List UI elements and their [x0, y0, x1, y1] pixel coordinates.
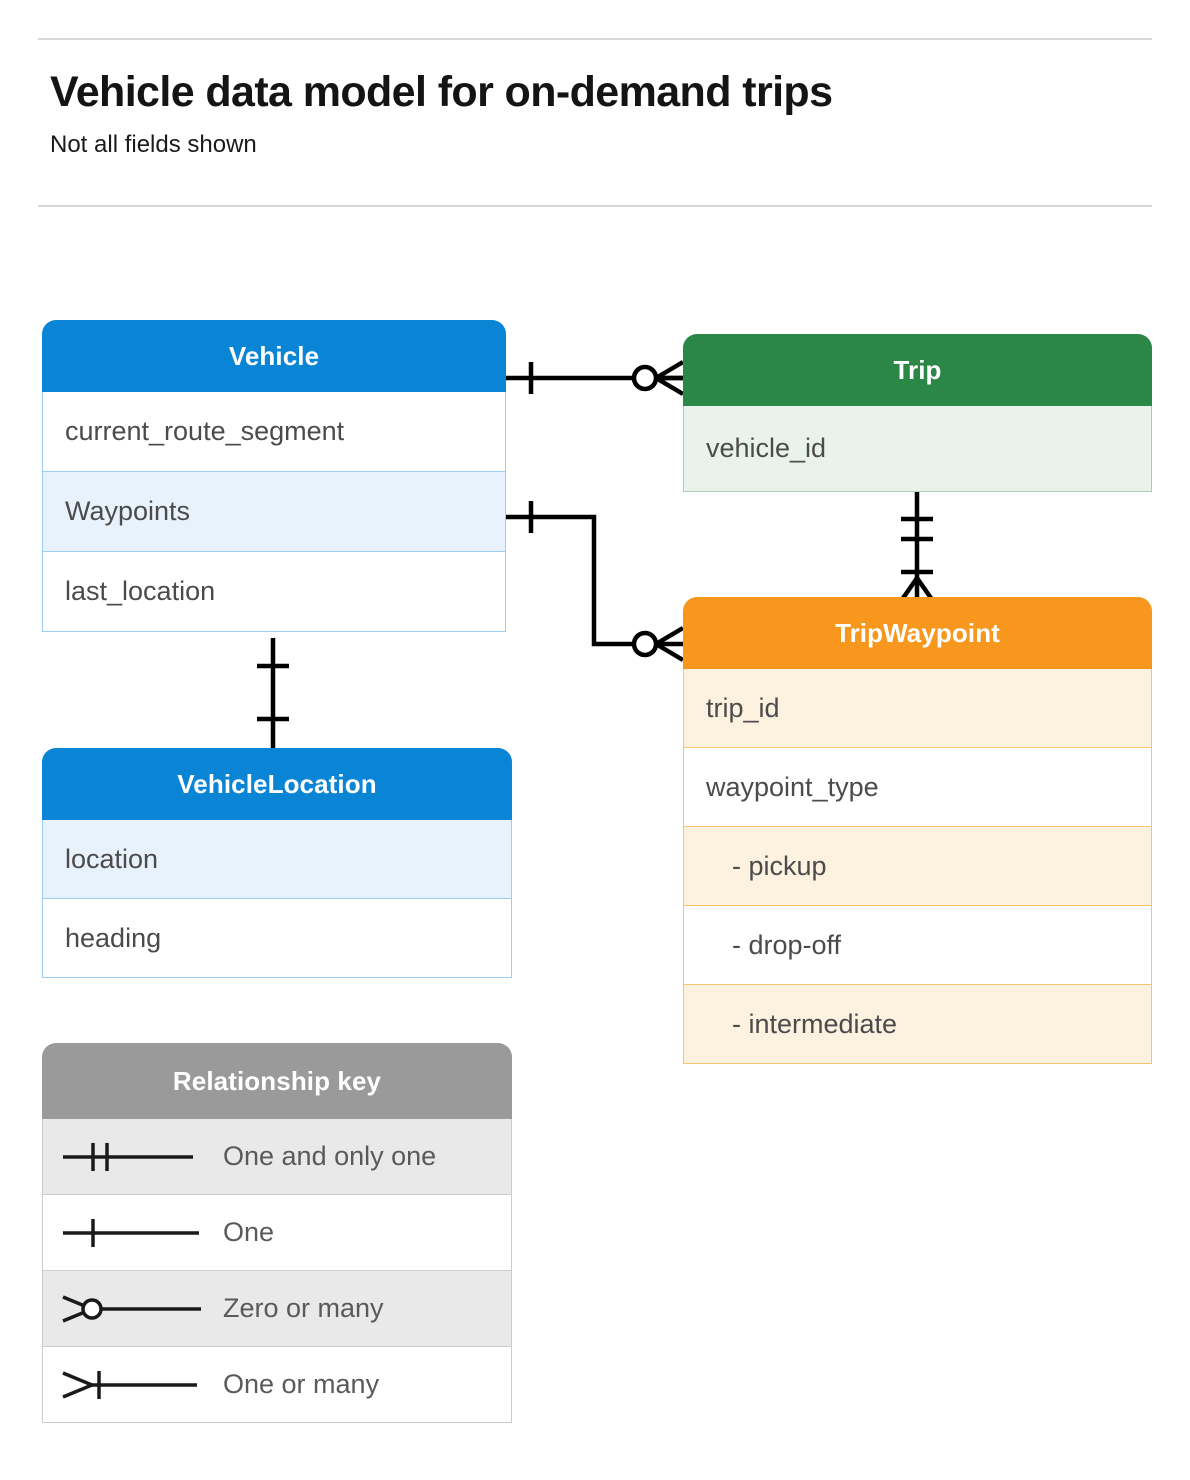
connector-vehicle-vehiclelocation — [257, 638, 289, 755]
one-and-only-one-icon — [61, 1119, 211, 1194]
field-waypoints[interactable]: Waypoints — [42, 472, 506, 552]
field-trip-id[interactable]: trip_id — [683, 669, 1152, 748]
field-label: Waypoints — [65, 496, 191, 526]
field-label: - intermediate — [732, 1008, 898, 1039]
field-label: waypoint_type — [706, 771, 879, 802]
field-current-route-segment[interactable]: current_route_segment — [42, 392, 506, 472]
entity-vehiclelocation[interactable]: VehicleLocation location heading — [42, 748, 512, 978]
field-waypoint-type-pickup[interactable]: - pickup — [683, 827, 1152, 906]
entity-trip[interactable]: Trip vehicle_id — [683, 334, 1152, 492]
field-label: trip_id — [706, 692, 780, 723]
entity-trip-fields: vehicle_id — [683, 406, 1152, 492]
connector-trip-tripwaypoint — [899, 492, 935, 603]
field-label: current_route_segment — [65, 416, 345, 446]
legend-row-one-or-many: One or many — [42, 1347, 512, 1423]
entity-trip-header: Trip — [683, 334, 1152, 406]
legend-label: One or many — [223, 1369, 380, 1399]
field-waypoint-type[interactable]: waypoint_type — [683, 748, 1152, 827]
entity-tripwaypoint[interactable]: TripWaypoint trip_id waypoint_type - pic… — [683, 597, 1152, 1064]
header-rule-bottom — [38, 205, 1152, 207]
entity-tripwaypoint-fields: trip_id waypoint_type - pickup - drop-of… — [683, 669, 1152, 1064]
field-location[interactable]: location — [42, 820, 512, 899]
entity-vehiclelocation-header: VehicleLocation — [42, 748, 512, 820]
zero-or-many-icon — [61, 1271, 211, 1346]
field-label: location — [65, 843, 159, 874]
one-icon — [61, 1195, 211, 1270]
header-rule-top — [38, 38, 1152, 40]
connector-waypoints-tripwaypoint — [506, 501, 685, 662]
legend-row-zero-or-many: Zero or many — [42, 1271, 512, 1347]
entity-tripwaypoint-title: TripWaypoint — [835, 617, 1000, 648]
entity-trip-title: Trip — [893, 354, 942, 385]
entity-vehiclelocation-fields: location heading — [42, 820, 512, 978]
legend-rows: One and only one One — [42, 1119, 512, 1423]
legend-label: Zero or many — [223, 1293, 384, 1323]
entity-vehiclelocation-title: VehicleLocation — [177, 768, 377, 799]
field-label: - drop-off — [732, 929, 842, 960]
legend-row-one: One — [42, 1195, 512, 1271]
legend-row-one-and-only-one: One and only one — [42, 1119, 512, 1195]
entity-vehicle-header: Vehicle — [42, 320, 506, 392]
field-waypoint-type-intermediate[interactable]: - intermediate — [683, 985, 1152, 1064]
page-title: Vehicle data model for on-demand trips — [50, 68, 833, 116]
entity-tripwaypoint-header: TripWaypoint — [683, 597, 1152, 669]
legend-header: Relationship key — [42, 1043, 512, 1119]
entity-vehicle[interactable]: Vehicle current_route_segment Waypoints … — [42, 320, 506, 632]
legend-label: One — [223, 1217, 275, 1247]
one-or-many-icon — [61, 1347, 211, 1422]
legend-title: Relationship key — [172, 1065, 382, 1096]
field-waypoint-type-dropoff[interactable]: - drop-off — [683, 906, 1152, 985]
field-label: last_location — [65, 576, 216, 606]
legend-label: One and only one — [223, 1141, 437, 1171]
field-heading[interactable]: heading — [42, 899, 512, 978]
relationship-key-legend: Relationship key One and only one — [42, 1043, 512, 1423]
field-last-location[interactable]: last_location — [42, 552, 506, 632]
field-label: - pickup — [732, 850, 827, 881]
entity-vehicle-title: Vehicle — [228, 340, 320, 371]
entity-vehicle-fields: current_route_segment Waypoints last_loc… — [42, 392, 506, 632]
field-label: heading — [65, 922, 162, 953]
field-label: vehicle_id — [706, 433, 827, 463]
page-subtitle: Not all fields shown — [50, 131, 257, 158]
connector-vehicle-trip — [506, 360, 685, 396]
field-vehicle-id[interactable]: vehicle_id — [683, 406, 1152, 492]
